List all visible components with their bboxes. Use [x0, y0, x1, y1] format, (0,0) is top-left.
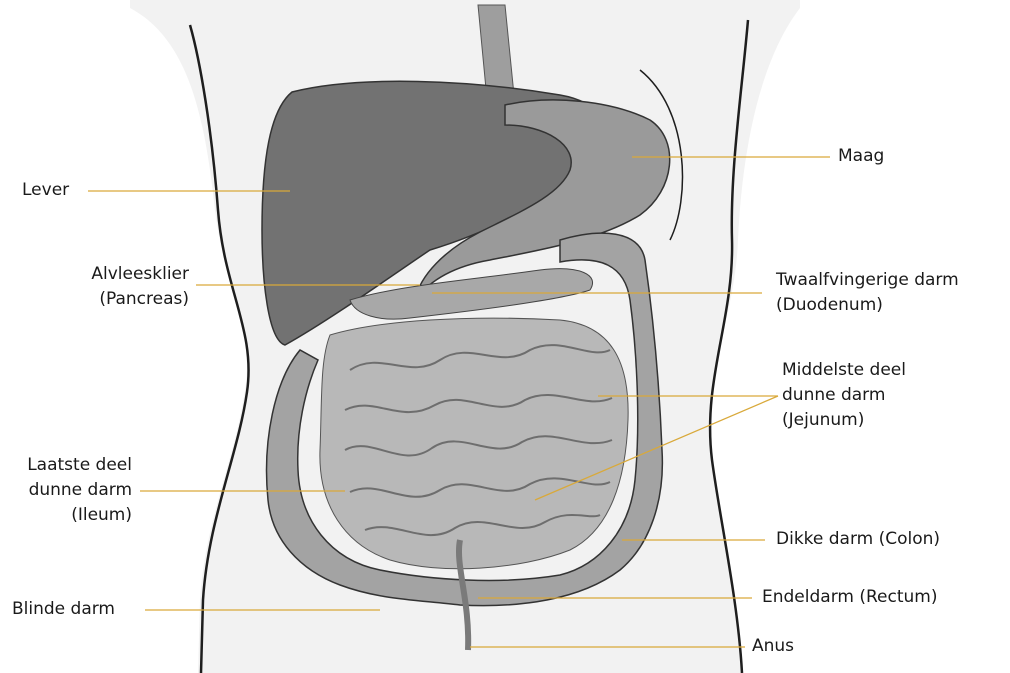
label-laatste-line3: (Ileum) [0, 503, 132, 528]
label-blinde-text: Blinde darm [12, 597, 115, 622]
label-maag: Maag [838, 144, 884, 169]
label-dikke-text: Dikke darm (Colon) [776, 527, 940, 552]
label-lever-text: Lever [22, 178, 69, 203]
label-laatste: Laatste deel dunne darm (Ileum) [0, 453, 132, 528]
label-maag-text: Maag [838, 144, 884, 169]
label-twaalfvingerige-line1: Twaalfvingerige darm [776, 268, 959, 293]
label-middelste-line2: dunne darm [782, 383, 906, 408]
label-middelste-line3: (Jejunum) [782, 408, 906, 433]
label-twaalfvingerige-line2: (Duodenum) [776, 293, 959, 318]
label-laatste-line2: dunne darm [0, 478, 132, 503]
label-endeldarm-text: Endeldarm (Rectum) [762, 585, 937, 610]
label-endeldarm: Endeldarm (Rectum) [762, 585, 937, 610]
label-anus: Anus [752, 634, 794, 659]
label-laatste-line1: Laatste deel [0, 453, 132, 478]
label-alvleesklier: Alvleesklier (Pancreas) [42, 262, 189, 312]
label-middelste-line1: Middelste deel [782, 358, 906, 383]
label-middelste: Middelste deel dunne darm (Jejunum) [782, 358, 906, 433]
label-anus-text: Anus [752, 634, 794, 659]
label-dikke: Dikke darm (Colon) [776, 527, 940, 552]
label-alvleesklier-line1: Alvleesklier [42, 262, 189, 287]
label-lever: Lever [22, 178, 69, 203]
label-twaalfvingerige: Twaalfvingerige darm (Duodenum) [776, 268, 959, 318]
label-alvleesklier-line2: (Pancreas) [42, 287, 189, 312]
label-blinde: Blinde darm [12, 597, 115, 622]
